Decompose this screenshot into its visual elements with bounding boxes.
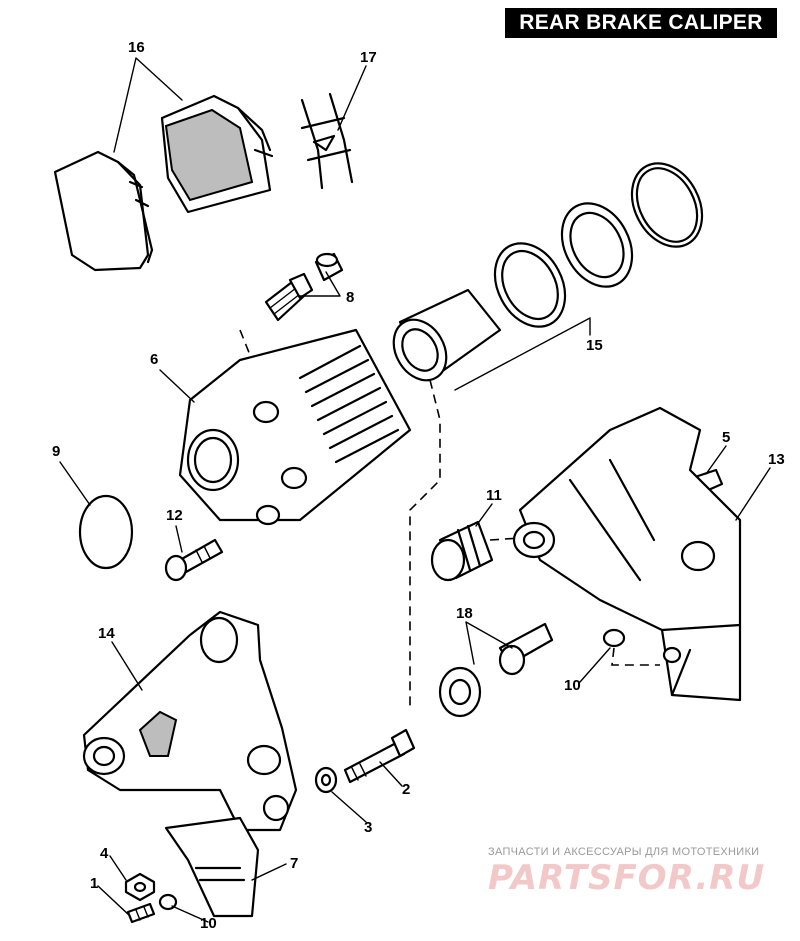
pin-cap-right — [602, 628, 626, 648]
callout-15: 15 — [586, 337, 603, 354]
pin-boot — [438, 666, 482, 718]
callout-11: 11 — [486, 487, 502, 504]
caliper-body — [178, 328, 412, 526]
alignment-lines — [239, 329, 660, 710]
leader-lines — [59, 57, 771, 923]
caliper-o-ring — [78, 494, 134, 570]
callout-7: 7 — [290, 855, 299, 872]
callout-16: 16 — [128, 39, 145, 56]
callout-8: 8 — [346, 289, 355, 306]
callout-10-right: 10 — [564, 677, 581, 694]
callout-18: 18 — [456, 605, 473, 622]
callout-1: 1 — [90, 875, 99, 892]
caliper-bushing — [430, 520, 494, 582]
callout-12: 12 — [166, 507, 183, 524]
brake-pad-left — [53, 150, 154, 272]
slide-pin — [498, 622, 554, 676]
bleeder-valve — [264, 272, 314, 322]
callout-2: 2 — [402, 781, 411, 798]
anti-rattle-spring — [300, 92, 354, 190]
callout-13: 13 — [768, 451, 785, 468]
callout-9: 9 — [52, 443, 61, 460]
watermark-logo: PARTSFOR.RU — [488, 858, 766, 898]
bleeder-cap — [314, 252, 344, 282]
watermark-tagline: ЗАПЧАСТИ И АКСЕССУАРЫ ДЛЯ МОТОТЕХНИКИ — [488, 846, 760, 858]
caliper-piston — [392, 288, 502, 382]
callout-10-left: 10 — [200, 915, 217, 932]
callout-5: 5 — [722, 429, 731, 446]
callout-6: 6 — [150, 351, 159, 368]
diagram-title: REAR BRAKE CALIPER — [505, 8, 777, 38]
callout-17: 17 — [360, 49, 377, 66]
callout-4: 4 — [100, 845, 109, 862]
torque-plate — [164, 816, 260, 918]
set-screw — [126, 902, 156, 924]
mounting-bolt — [343, 728, 416, 784]
lower-mounting-bracket — [82, 610, 298, 832]
piston-seal-rings — [493, 162, 704, 328]
lock-nut — [124, 872, 156, 902]
caliper-mounting-bracket — [512, 406, 742, 702]
brake-pad-right — [160, 94, 274, 214]
callout-3: 3 — [364, 819, 373, 836]
washer — [314, 766, 338, 794]
caliper-bolt — [164, 538, 224, 582]
callout-14: 14 — [98, 625, 115, 642]
